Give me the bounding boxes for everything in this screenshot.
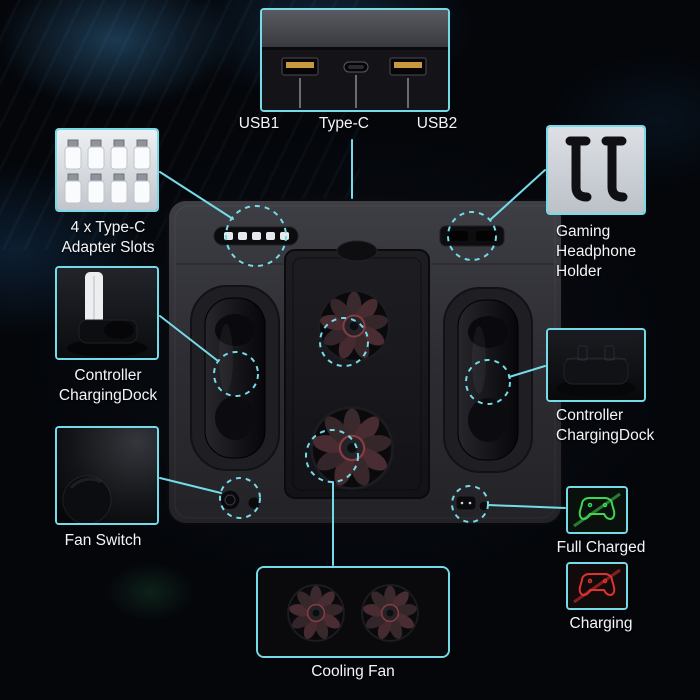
- type-c-adapters-image: [57, 130, 157, 210]
- charging-label: Charging: [569, 615, 633, 632]
- headphone-hooks-image: [548, 127, 644, 213]
- usb-a-port-2-icon: [389, 57, 427, 76]
- fan-switch-target-circle: [219, 477, 261, 519]
- headphone-holder-slots: [439, 225, 505, 247]
- type-c-port-icon: [343, 61, 369, 73]
- hook-icon-2: [601, 136, 628, 202]
- headphone-holder-callout: [546, 125, 646, 215]
- charge-indicator-target-circle: [451, 485, 489, 523]
- docked-controller-left: [190, 285, 280, 471]
- controller-dock-right-target-circle: [465, 359, 511, 405]
- headphone-holder-label: Gaming Headphone Holder: [556, 223, 637, 280]
- usb-ports-callout: [260, 8, 450, 112]
- fan-switch-label: Fan Switch: [64, 532, 142, 549]
- fan-switch-callout: [55, 426, 159, 525]
- headphone-holder-target-circle: [447, 211, 497, 261]
- type-c-label: Type-C: [319, 115, 369, 132]
- usb-ports-image: [262, 10, 448, 110]
- status-led-strip: [213, 226, 299, 246]
- hook-icon-1: [565, 136, 592, 202]
- controller-dock-left-callout: [55, 266, 159, 360]
- slot-knob: [336, 240, 378, 262]
- controller-shape: [104, 321, 134, 339]
- adapter-slots-target-circle: [225, 205, 287, 267]
- bottom-fan-target-circle: [305, 429, 359, 483]
- target-circles: [213, 205, 511, 523]
- charging-image: [568, 564, 626, 608]
- usb2-label: USB2: [416, 115, 458, 132]
- type-c-adapter-icons: [64, 139, 151, 204]
- full-charged-image: [568, 488, 626, 532]
- controller-dock-left-target-circle: [213, 351, 259, 397]
- gamepad-green-icon: [578, 497, 616, 521]
- controller-dock-right-label: Controller ChargingDock: [556, 407, 655, 444]
- cooling-fans-image: [258, 568, 448, 656]
- fan-switch-image: [57, 428, 157, 523]
- adapter-slots-callout: [55, 128, 159, 212]
- usb1-label: USB1: [238, 115, 280, 132]
- leader-lines: [159, 139, 566, 566]
- cooling-fan-callout: [256, 566, 450, 658]
- top-fan-target-circle: [319, 317, 369, 367]
- usb-a-port-1-icon: [281, 57, 319, 76]
- docked-controller-right: [443, 287, 533, 473]
- switch-button: [62, 475, 112, 523]
- dock-base: [563, 357, 629, 385]
- controller-dock-left-label: Controller ChargingDock: [58, 367, 158, 404]
- cooling-fan-label: Cooling Fan: [311, 663, 395, 680]
- cooling-fan-left-icon: [287, 584, 345, 642]
- controller-dock-right-image: [548, 330, 644, 400]
- charging-station-top-view: [167, 199, 563, 525]
- cooling-fan-right-icon: [361, 584, 419, 642]
- charging-prong-2: [604, 345, 615, 361]
- charging-callout: [566, 562, 628, 610]
- cooling-fan-bottom-icon: [310, 406, 394, 490]
- full-charged-label: Full Charged: [556, 539, 646, 556]
- controller-dock-left-image: [57, 268, 157, 358]
- cooling-fan-top-icon: [317, 289, 391, 363]
- adapter-slots-label: 4 x Type-C Adapter Slots: [61, 219, 155, 256]
- full-charged-callout: [566, 486, 628, 534]
- controller-dock-right-callout: [546, 328, 646, 402]
- charging-prong-1: [577, 345, 588, 361]
- gamepad-red-icon: [578, 573, 616, 597]
